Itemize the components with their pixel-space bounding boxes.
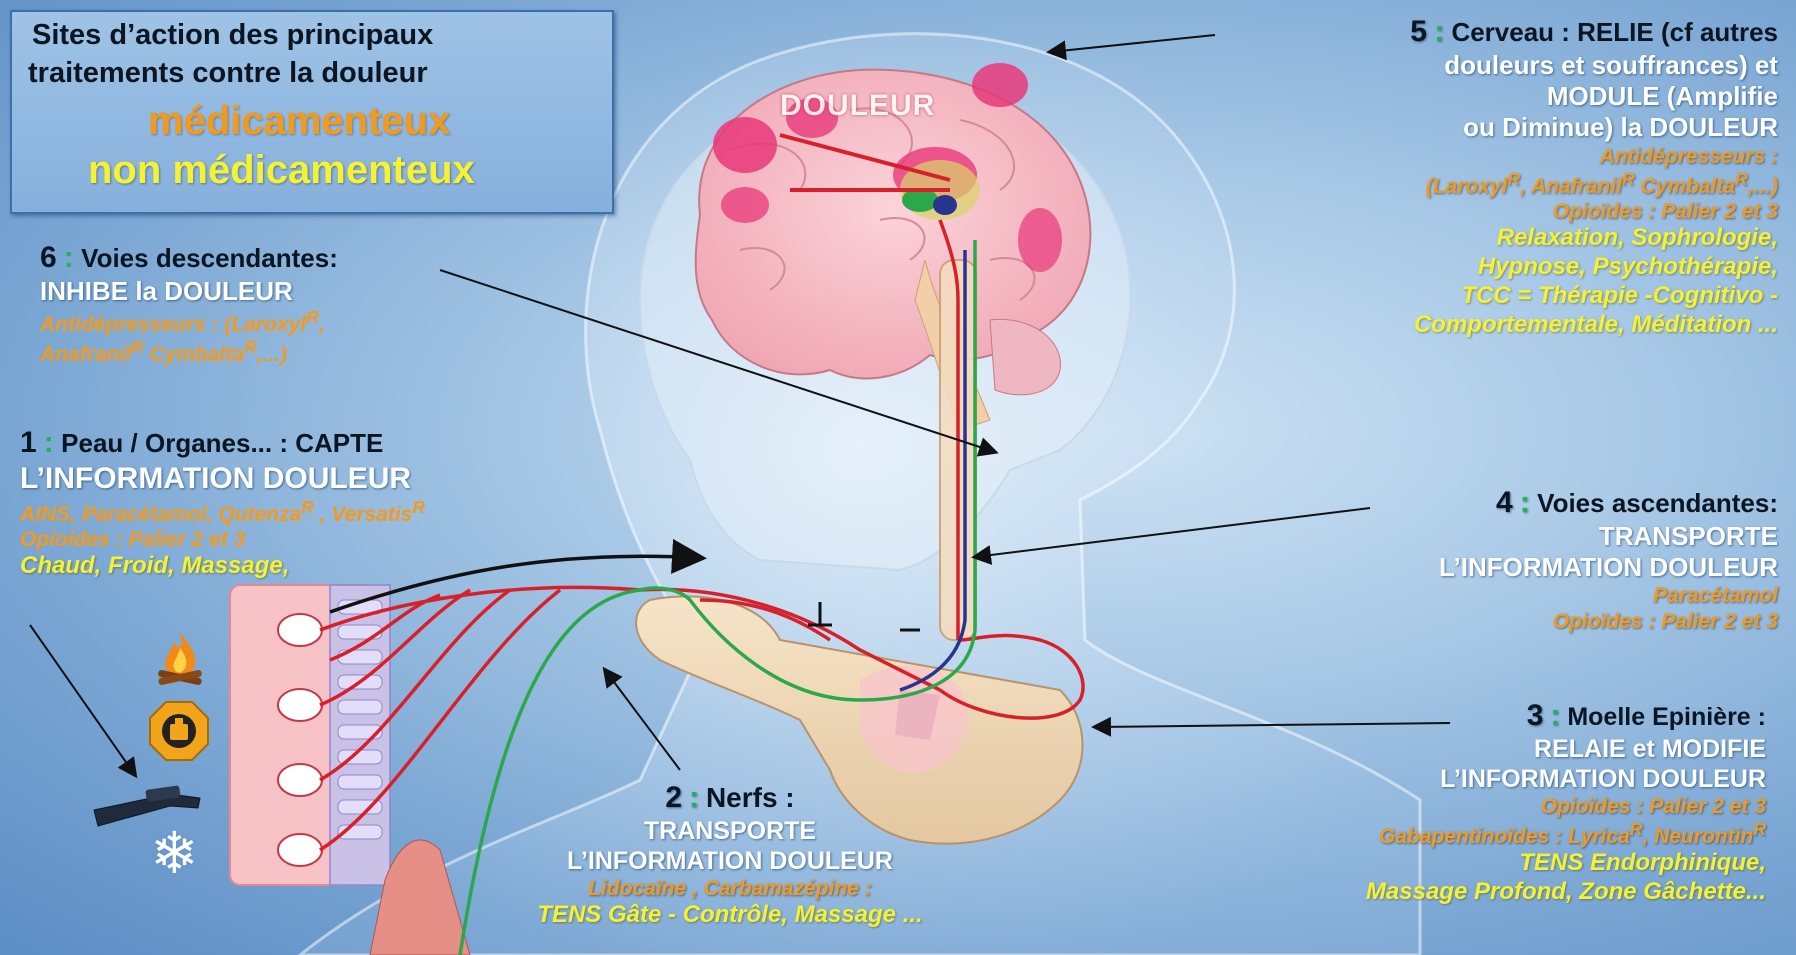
section-3-heading-2: RELAIE et MODIFIE — [1146, 734, 1766, 764]
section-3-heading-1: Moelle Epinière : — [1567, 703, 1766, 731]
section-6-descending: 6 : Voies descendantes: INHIBE la DOULEU… — [40, 240, 338, 368]
section-5-nondrug-3: TCC = Thérapie -Cognitivo - — [1258, 282, 1778, 311]
section-5-nondrug-2: Hypnose, Psychothérapie, — [1258, 253, 1778, 282]
section-5-number: 5 — [1410, 15, 1427, 48]
section-4-heading-1: Voies ascendantes: — [1537, 488, 1778, 518]
section-5-colon: : — [1434, 15, 1444, 48]
section-1-nondrug-1: Chaud, Froid, Massage, — [20, 552, 425, 581]
section-5-heading-2: douleurs et souffrances) et — [1258, 50, 1778, 81]
section-4-heading-2: TRANSPORTE — [1318, 521, 1778, 552]
section-3-number: 3 — [1527, 699, 1544, 732]
section-2-heading-1: Nerfs : — [706, 782, 795, 813]
section-6-number: 6 — [40, 241, 57, 274]
title-line-2: traitements contre la douleur — [28, 56, 428, 91]
skin-tissue — [230, 585, 470, 955]
section-3-drug-1: Opioïdes : Palier 2 et 3 — [1146, 794, 1766, 819]
section-4-drug-1: Paracétamol — [1318, 583, 1778, 608]
section-3-nondrug-2: Massage Profond, Zone Gâchette... — [1146, 878, 1766, 907]
section-5-nondrug-1: Relaxation, Sophrologie, — [1258, 224, 1778, 253]
section-1-number: 1 — [20, 426, 37, 459]
section-4-colon: : — [1520, 486, 1530, 519]
brain-douleur-label: DOULEUR — [780, 88, 935, 124]
section-6-drug-2: AnafranilR CymbaltaR,...) — [40, 337, 338, 367]
section-4-ascending: 4 : Voies ascendantes: TRANSPORTE L’INFO… — [1318, 485, 1778, 634]
section-3-heading-3: L’INFORMATION DOULEUR — [1146, 764, 1766, 794]
section-2-nondrug-1: TENS Gâte - Contrôle, Massage ... — [450, 901, 1010, 930]
title-line-1: Sites d’action des principaux — [32, 18, 433, 53]
section-3-drug-2: Gabapentinoïdes : LyricaR, NeurontinR — [1146, 819, 1766, 849]
section-3-spinal-cord: 3 : Moelle Epinière : RELAIE et MODIFIE … — [1146, 698, 1766, 907]
section-3-nondrug-1: TENS Endorphinique, — [1146, 849, 1766, 878]
section-6-heading-2: INHIBE la DOULEUR — [40, 276, 338, 307]
section-1-heading-1: Peau / Organes... : CAPTE — [61, 428, 383, 458]
section-1-drug-2: Opioides : Palier 2 et 3 — [20, 527, 425, 552]
section-2-number: 2 — [665, 781, 682, 814]
snowflake-icon: ❄ — [150, 825, 199, 883]
section-5-drug-1: Antidépresseurs : — [1258, 144, 1778, 169]
section-4-heading-3: L’INFORMATION DOULEUR — [1318, 552, 1778, 583]
section-6-heading-1: Voies descendantes: — [81, 243, 338, 273]
section-4-drug-2: Opioïdes : Palier 2 et 3 — [1318, 609, 1778, 634]
section-5-nondrug-4: Comportementale, Méditation ... — [1258, 311, 1778, 340]
title-line-4: non médicamenteux — [88, 146, 475, 194]
section-5-heading-1: Cerveau : RELIE (cf autres — [1451, 17, 1778, 47]
section-5-drug-3: Opioïdes : Palier 2 et 3 — [1258, 199, 1778, 224]
section-1-drug-1: AINS, Paracétamol, QutenzaR , VersatisR — [20, 497, 425, 527]
section-4-number: 4 — [1496, 486, 1513, 519]
section-2-heading-3: L’INFORMATION DOULEUR — [450, 846, 1010, 876]
section-5-heading-3: MODULE (Amplifie — [1258, 81, 1778, 112]
section-5-brain: 5 : Cerveau : RELIE (cf autres douleurs … — [1258, 14, 1778, 339]
section-1-skin: 1 : Peau / Organes... : CAPTE L’INFORMAT… — [20, 425, 425, 581]
section-5-heading-4: ou Diminue) la DOULEUR — [1258, 112, 1778, 143]
section-6-drug-1: Antidépresseurs : (LaroxylR, — [40, 307, 338, 337]
section-2-colon: : — [689, 781, 699, 814]
section-1-heading-2: L’INFORMATION DOULEUR — [20, 461, 425, 497]
section-1-colon: : — [44, 426, 54, 459]
section-2-nerves: 2 : Nerfs : TRANSPORTE L’INFORMATION DOU… — [450, 780, 1010, 930]
section-2-heading-2: TRANSPORTE — [450, 816, 1010, 846]
section-2-drug-1: Lidocaïne , Carbamazépine : — [450, 876, 1010, 901]
hot-pack-icon — [148, 700, 210, 762]
section-5-drug-2: (LaroxylR, AnafranilR CymbaltaR,...) — [1258, 169, 1778, 199]
fire-icon — [150, 630, 210, 685]
title-line-3: médicamenteux — [148, 97, 450, 145]
section-6-colon: : — [64, 241, 74, 274]
section-3-colon: : — [1550, 699, 1560, 732]
